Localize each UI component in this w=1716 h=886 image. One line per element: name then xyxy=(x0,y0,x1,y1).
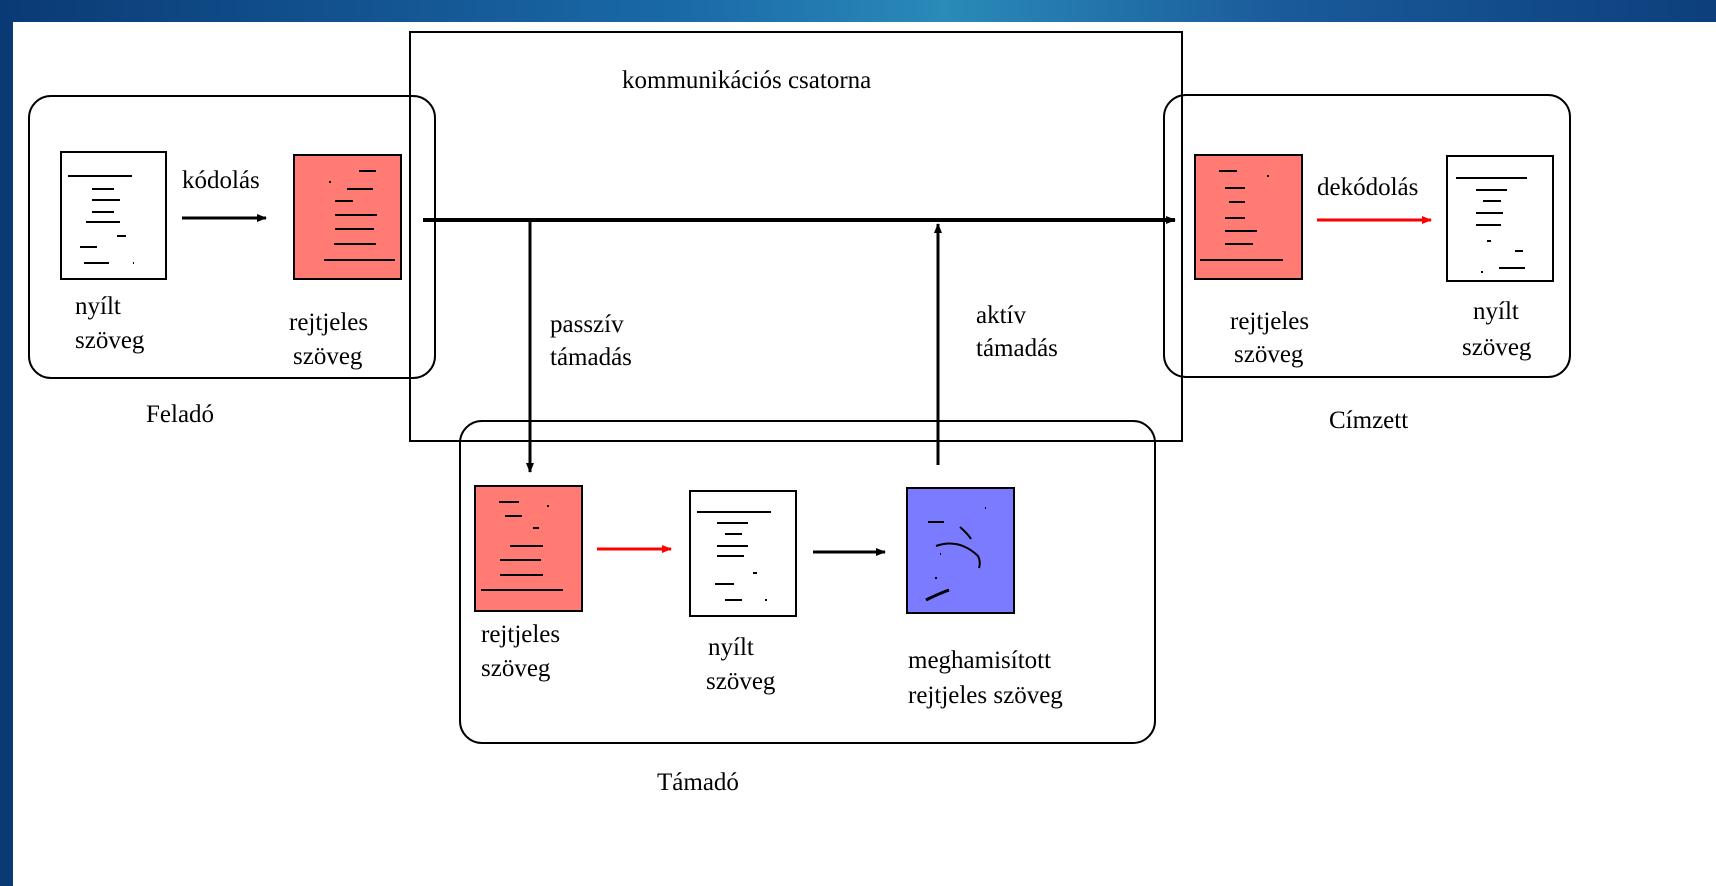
attacker-plain-doc xyxy=(689,490,797,617)
sender-cipher-label-1: rejtjeles xyxy=(289,309,368,336)
diagram-svg: kommunikációs csatorna kódolás dekódolás… xyxy=(28,31,1571,796)
recipient-cipher-doc xyxy=(1194,154,1303,280)
attacker-forged-label-1: meghamisított xyxy=(908,647,1051,674)
attacker-plain-label-1: nyílt xyxy=(708,634,754,661)
sender-cipher-doc xyxy=(293,154,402,280)
recipient-cipher-label-2: szöveg xyxy=(1234,341,1304,368)
attacker-plain-label-2: szöveg xyxy=(706,668,776,695)
sender-box xyxy=(28,95,436,379)
attacker-title: Támadó xyxy=(657,769,739,796)
sender-title: Feladó xyxy=(146,401,214,428)
attacker-cipher-doc xyxy=(474,485,583,612)
active-attack-label-2: támadás xyxy=(976,335,1058,362)
channel-label: kommunikációs csatorna xyxy=(622,67,871,94)
channel-box xyxy=(409,31,1183,442)
sender-plain-label-1: nyílt xyxy=(75,293,121,320)
encode-label: kódolás xyxy=(182,167,260,194)
attacker-cipher-label-1: rejtjeles xyxy=(481,621,560,648)
attacker-cipher-label-2: szöveg xyxy=(481,655,551,682)
passive-attack-label-2: támadás xyxy=(550,344,632,371)
sender-plain-doc xyxy=(60,151,167,280)
attacker-forged-label-2: rejtjeles szöveg xyxy=(908,682,1063,709)
diagram-canvas: kommunikációs csatorna kódolás dekódolás… xyxy=(13,22,1716,886)
attacker-box xyxy=(459,420,1156,744)
active-attack-label-1: aktív xyxy=(976,302,1026,329)
decode-label: dekódolás xyxy=(1317,174,1418,201)
sender-plain-label-2: szöveg xyxy=(75,327,145,354)
recipient-box xyxy=(1163,94,1571,378)
recipient-plain-label-2: szöveg xyxy=(1462,334,1532,361)
recipient-plain-doc xyxy=(1446,155,1554,282)
attacker-forged-doc xyxy=(906,487,1015,614)
sender-cipher-label-2: szöveg xyxy=(293,343,363,370)
recipient-cipher-label-1: rejtjeles xyxy=(1230,308,1309,335)
recipient-title: Címzett xyxy=(1329,407,1408,434)
passive-attack-label-1: passzív xyxy=(550,311,624,338)
recipient-plain-label-1: nyílt xyxy=(1473,298,1519,325)
